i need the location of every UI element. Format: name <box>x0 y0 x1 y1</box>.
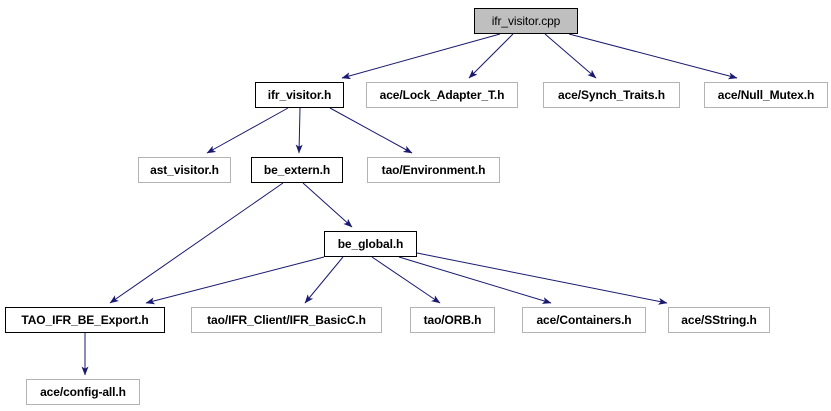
node-label-null_mutex: ace/Null_Mutex.h <box>717 88 815 102</box>
edge-ifr_visitor_h-to-ast_visitor <box>206 107 289 154</box>
node-tao_ifr_be_export[interactable]: TAO_IFR_BE_Export.h <box>5 307 165 333</box>
edge-be_global-to-ifr_basicc <box>304 256 344 304</box>
node-label-be_global: be_global.h <box>337 237 404 251</box>
edge-ifr_visitor_cpp-to-synch_traits <box>544 33 597 79</box>
node-ace_config_all[interactable]: ace/config-all.h <box>26 379 140 405</box>
node-null_mutex[interactable]: ace/Null_Mutex.h <box>704 82 828 108</box>
node-be_extern[interactable]: be_extern.h <box>251 157 343 183</box>
node-label-tao_orb: tao/ORB.h <box>423 313 482 327</box>
edge-be_global-to-tao_orb <box>371 256 441 304</box>
node-label-ace_config_all: ace/config-all.h <box>40 385 126 399</box>
node-label-ace_sstring: ace/SString.h <box>681 313 757 327</box>
node-label-tao_ifr_be_export: TAO_IFR_BE_Export.h <box>21 313 149 327</box>
node-ifr_visitor_h[interactable]: ifr_visitor.h <box>255 82 344 108</box>
edge-ifr_visitor_h-to-tao_environment <box>329 107 413 154</box>
node-tao_orb[interactable]: tao/ORB.h <box>410 307 495 333</box>
node-label-tao_environment: tao/Environment.h <box>381 163 486 177</box>
edge-be_global-to-ace_containers <box>398 256 552 304</box>
edge-be_global-to-ace_sstring <box>416 252 668 305</box>
edge-be_extern-to-tao_ifr_be_export <box>109 182 284 304</box>
edge-ifr_visitor_cpp-to-ifr_visitor_h <box>341 33 501 80</box>
node-ifr_visitor_cpp[interactable]: ifr_visitor.cpp <box>474 8 578 34</box>
node-synch_traits[interactable]: ace/Synch_Traits.h <box>543 82 680 108</box>
node-label-synch_traits: ace/Synch_Traits.h <box>558 88 665 102</box>
node-ifr_basicc[interactable]: tao/IFR_Client/IFR_BasicC.h <box>191 307 382 333</box>
node-label-ace_containers: ace/Containers.h <box>536 313 632 327</box>
node-ace_sstring[interactable]: ace/SString.h <box>668 307 770 333</box>
node-label-ast_visitor: ast_visitor.h <box>150 163 219 177</box>
node-label-ifr_basicc: tao/IFR_Client/IFR_BasicC.h <box>207 313 366 327</box>
node-label-ifr_visitor_cpp: ifr_visitor.cpp <box>491 14 561 28</box>
edge-ifr_visitor_h-to-be_extern <box>295 107 303 154</box>
edge-be_global-to-tao_ifr_be_export <box>145 256 325 305</box>
node-ast_visitor[interactable]: ast_visitor.h <box>138 157 231 183</box>
node-ace_containers[interactable]: ace/Containers.h <box>522 307 646 333</box>
node-label-ifr_visitor_h: ifr_visitor.h <box>267 88 332 102</box>
node-tao_environment[interactable]: tao/Environment.h <box>367 157 500 183</box>
node-be_global[interactable]: be_global.h <box>324 231 417 257</box>
edge-be_extern-to-be_global <box>302 182 353 228</box>
edge-ifr_visitor_cpp-to-null_mutex <box>568 33 738 80</box>
edge-ifr_visitor_cpp-to-lock_adapter <box>468 33 514 79</box>
node-label-lock_adapter: ace/Lock_Adapter_T.h <box>379 88 505 102</box>
node-lock_adapter[interactable]: ace/Lock_Adapter_T.h <box>366 82 518 108</box>
node-label-be_extern: be_extern.h <box>263 163 331 177</box>
